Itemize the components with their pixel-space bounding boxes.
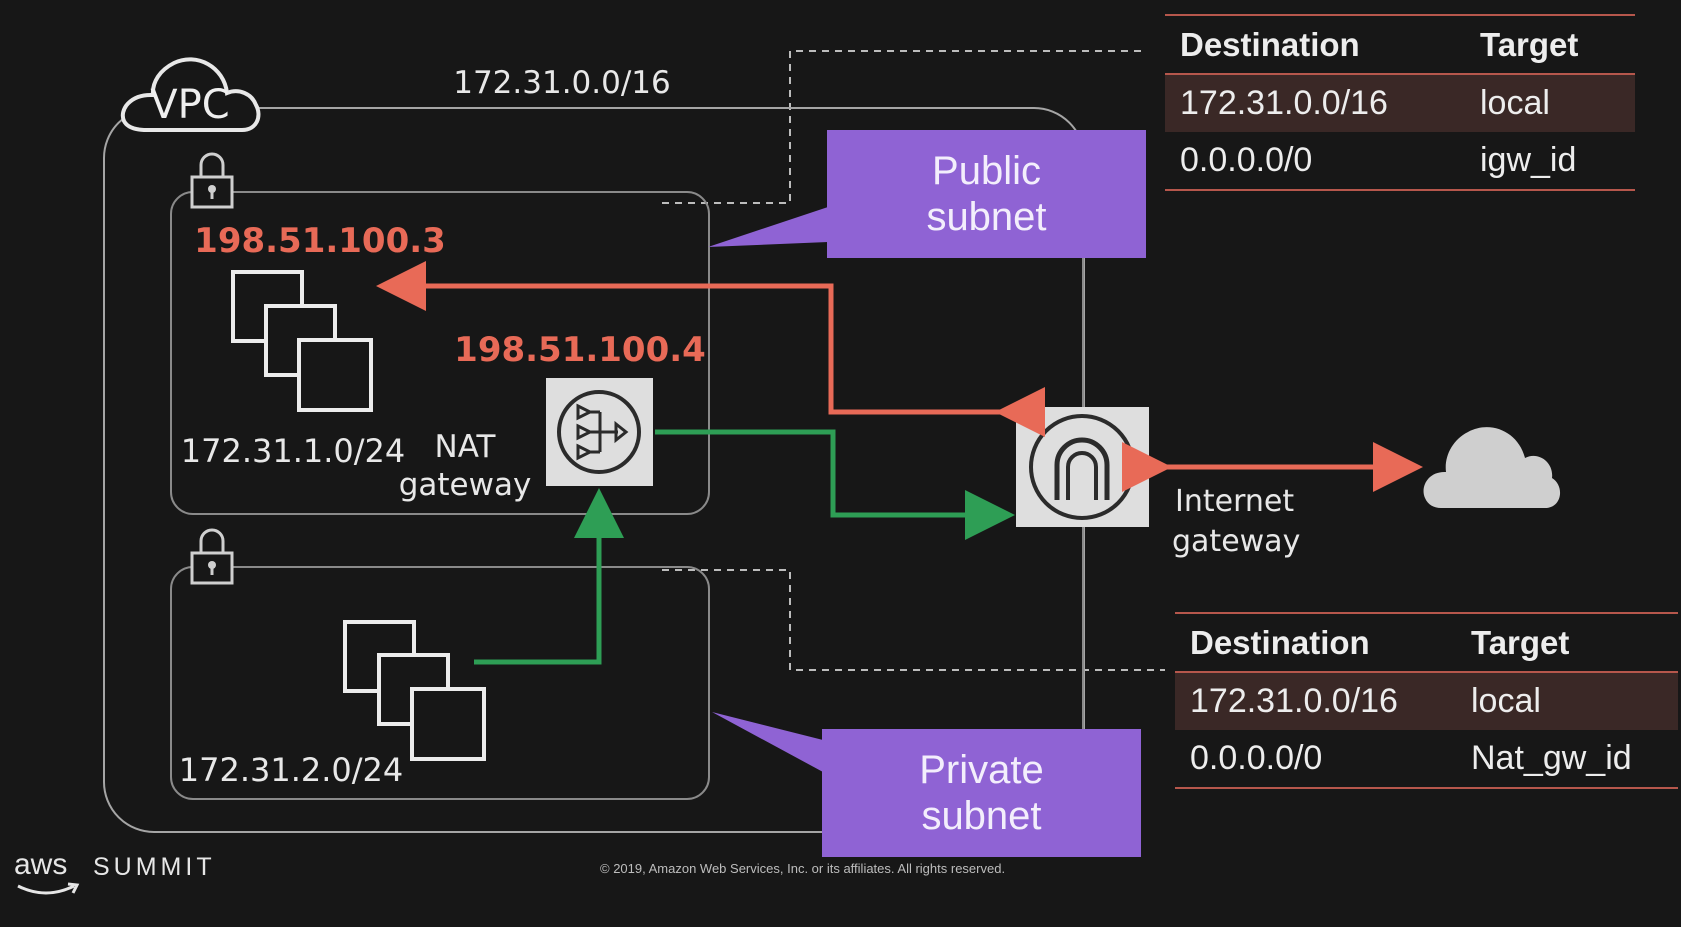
table-row: 172.31.0.0/16 local xyxy=(1165,75,1635,132)
public-route-table: Destination Target 172.31.0.0/16 local 0… xyxy=(1165,14,1635,191)
vpc-badge-label: VPC xyxy=(150,82,229,128)
destination-cell: 0.0.0.0/0 xyxy=(1190,739,1323,777)
target-header: Target xyxy=(1480,26,1579,63)
table-bottom-rule xyxy=(1175,787,1678,789)
private-subnet-lock-icon xyxy=(190,528,234,585)
destination-cell: 172.31.0.0/16 xyxy=(1190,682,1398,720)
private-subnet-box xyxy=(170,566,710,800)
private-subnet-cidr: 172.31.2.0/24 xyxy=(179,751,404,789)
table-header-rule xyxy=(1175,671,1678,673)
private-route-table-connector xyxy=(662,569,1165,671)
internet-gateway-label-line2: gateway xyxy=(1172,524,1300,559)
destination-cell: 172.31.0.0/16 xyxy=(1180,84,1388,122)
aws-logo-text: aws xyxy=(14,848,68,881)
destination-cell: 0.0.0.0/0 xyxy=(1180,141,1313,179)
table-row: 0.0.0.0/0 igw_id xyxy=(1165,132,1635,189)
public-subnet-cidr: 172.31.1.0/24 xyxy=(181,432,406,470)
target-cell: local xyxy=(1471,682,1541,720)
nat-gateway-label-line1: NAT xyxy=(435,429,497,465)
table-row: 172.31.0.0/16 local xyxy=(1175,673,1678,730)
table-header-rule xyxy=(1165,73,1635,75)
public-subnet-callout: Public subnet xyxy=(827,130,1146,258)
aws-smile-icon xyxy=(17,882,80,895)
internet-gateway-icon xyxy=(1016,407,1149,527)
table-bottom-rule xyxy=(1165,189,1635,191)
target-header: Target xyxy=(1471,624,1570,661)
destination-header: Destination xyxy=(1180,26,1360,63)
vpc-cloud-icon: VPC xyxy=(120,57,261,132)
target-cell: Nat_gw_id xyxy=(1471,739,1632,777)
nat-gateway-icon xyxy=(546,378,653,486)
public-subnet-callout-pointer xyxy=(708,207,828,247)
private-route-table: Destination Target 172.31.0.0/16 local 0… xyxy=(1175,612,1678,789)
private-to-nat-arrow xyxy=(474,488,624,665)
nat-gateway-ip: 198.51.100.4 xyxy=(454,330,706,370)
internet-gateway-label-line1: Internet xyxy=(1175,484,1294,519)
table-header-row: Destination Target xyxy=(1175,614,1678,671)
public-instances-icon xyxy=(231,270,373,412)
target-cell: local xyxy=(1480,84,1550,122)
nat-gateway-label-line2: gateway xyxy=(399,467,532,503)
copyright-notice: © 2019, Amazon Web Services, Inc. or its… xyxy=(600,861,1006,876)
summit-logo-text: SUMMIT xyxy=(93,853,216,881)
vpc-cidr: 172.31.0.0/16 xyxy=(453,65,671,101)
private-subnet-callout-pointer xyxy=(712,712,823,772)
nat-to-igw-arrow xyxy=(655,429,1015,540)
public-instance-ip: 198.51.100.3 xyxy=(194,221,446,261)
table-top-rule xyxy=(1175,612,1678,614)
table-header-row: Destination Target xyxy=(1165,16,1635,73)
table-row: 0.0.0.0/0 Nat_gw_id xyxy=(1175,730,1678,787)
target-cell: igw_id xyxy=(1480,141,1577,179)
public-to-igw-arrow xyxy=(376,261,1045,437)
aws-logo: aws xyxy=(14,848,67,882)
private-subnet-callout: Private subnet xyxy=(822,729,1141,857)
internet-cloud-icon xyxy=(1423,427,1561,508)
table-top-rule xyxy=(1165,14,1635,16)
public-subnet-lock-icon xyxy=(190,152,234,209)
public-route-table-connector xyxy=(662,50,1145,204)
destination-header: Destination xyxy=(1190,624,1370,661)
private-instances-icon xyxy=(343,620,486,761)
